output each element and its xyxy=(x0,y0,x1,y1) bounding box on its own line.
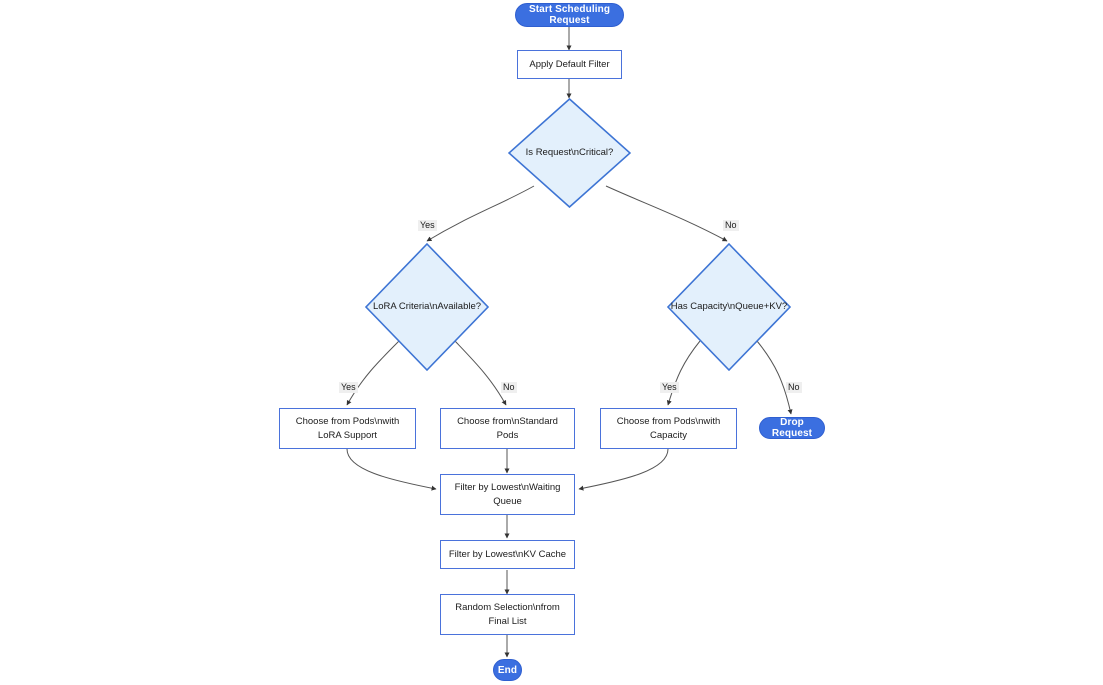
diamond-shape xyxy=(365,243,489,371)
node-is-request-critical[interactable]: Is Request\nCritical? xyxy=(508,98,631,208)
node-has-capacity-label: Has Capacity\nQueue+KV? xyxy=(670,300,788,312)
edge-label-text: No xyxy=(503,382,515,392)
edge-choose-lora-to-filter-queue xyxy=(346,448,437,491)
node-apply-default-filter-label: Apply Default Filter xyxy=(529,58,610,70)
node-random-selection[interactable]: Random Selection\nfrom Final List xyxy=(440,594,575,635)
node-random-selection-label: Random Selection\nfrom Final List xyxy=(455,601,560,627)
edge-label-text: No xyxy=(725,220,737,230)
edge-label-text: No xyxy=(788,382,800,392)
node-start-label: Start Scheduling Request xyxy=(528,4,611,26)
node-apply-default-filter[interactable]: Apply Default Filter xyxy=(517,50,622,79)
diamond-shape xyxy=(667,243,791,371)
node-choose-capacity-pods-label: Choose from Pods\nwith Capacity xyxy=(616,415,721,441)
node-lora-criteria-available[interactable]: LoRA Criteria\nAvailable? xyxy=(365,243,489,371)
node-filter-waiting-queue-label: Filter by Lowest\nWaiting Queue xyxy=(454,481,561,507)
diamond-shape xyxy=(508,98,631,208)
node-end[interactable]: End xyxy=(493,659,522,681)
edge-label-lora-yes: Yes xyxy=(339,382,358,394)
edge-label-capacity-no: No xyxy=(786,382,802,394)
edge-choose-capacity-to-filter-queue xyxy=(578,448,669,491)
node-choose-lora-pods[interactable]: Choose from Pods\nwith LoRA Support xyxy=(279,408,416,449)
edge-label-text: Yes xyxy=(662,382,677,392)
node-has-capacity[interactable]: Has Capacity\nQueue+KV? xyxy=(667,243,791,371)
edge-label-capacity-yes: Yes xyxy=(660,382,679,394)
node-is-request-critical-label: Is Request\nCritical? xyxy=(525,146,614,158)
node-end-label: End xyxy=(497,664,518,676)
node-drop-request[interactable]: Drop Request xyxy=(759,417,825,439)
edge-label-text: Yes xyxy=(341,382,356,392)
node-lora-criteria-available-label: LoRA Criteria\nAvailable? xyxy=(372,300,482,312)
node-start[interactable]: Start Scheduling Request xyxy=(515,3,624,27)
node-choose-lora-pods-label: Choose from Pods\nwith LoRA Support xyxy=(295,415,400,441)
edge-label-critical-yes: Yes xyxy=(418,220,437,232)
node-choose-standard-pods-label: Choose from\nStandard Pods xyxy=(457,415,558,441)
node-choose-standard-pods[interactable]: Choose from\nStandard Pods xyxy=(440,408,575,449)
node-filter-kv-cache-label: Filter by Lowest\nKV Cache xyxy=(448,548,567,560)
edge-label-text: Yes xyxy=(420,220,435,230)
edge-label-lora-no: No xyxy=(501,382,517,394)
node-drop-request-label: Drop Request xyxy=(771,417,813,439)
node-filter-waiting-queue[interactable]: Filter by Lowest\nWaiting Queue xyxy=(440,474,575,515)
node-choose-capacity-pods[interactable]: Choose from Pods\nwith Capacity xyxy=(600,408,737,449)
edge-label-critical-no: No xyxy=(723,220,739,232)
node-filter-kv-cache[interactable]: Filter by Lowest\nKV Cache xyxy=(440,540,575,569)
